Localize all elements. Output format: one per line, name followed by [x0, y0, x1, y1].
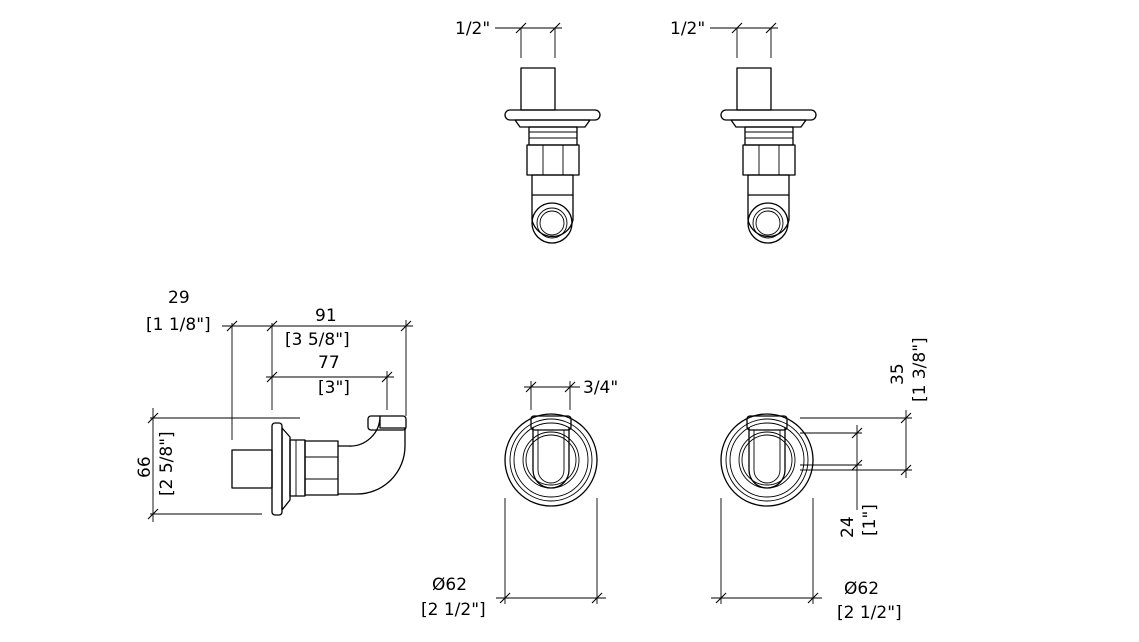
top-view-right: [710, 22, 817, 244]
dim-top-left-nut: 1/2": [455, 19, 490, 39]
front-view: [496, 381, 606, 604]
dim-right-dia-mm: Ø62: [844, 579, 879, 599]
dim-right-top-in: [1 3/8"]: [910, 337, 930, 402]
side-view: [147, 320, 413, 522]
dim-side-height-in: [2 5/8"]: [157, 431, 177, 496]
dim-right-center-mm: 24: [838, 516, 858, 538]
dim-front-outlet: 3/4": [583, 378, 618, 398]
front-view-right: [711, 410, 912, 604]
dim-side-outlet-in: [3"]: [318, 378, 350, 398]
dim-top-right-nut: 1/2": [670, 19, 705, 39]
dim-side-depth-in: [1 1/8"]: [146, 315, 211, 335]
dim-right-top-mm: 35: [888, 363, 908, 385]
dim-front-dia-in: [2 1/2"]: [421, 600, 486, 620]
dim-side-total-mm: 91: [315, 306, 337, 326]
dim-side-total-in: [3 5/8"]: [285, 330, 350, 350]
dim-front-dia-mm: Ø62: [432, 575, 467, 595]
dim-right-dia-in: [2 1/2"]: [837, 603, 902, 623]
dim-right-center-in: [1"]: [860, 504, 880, 536]
dim-side-outlet-mm: 77: [318, 353, 340, 373]
dim-side-depth-mm: 29: [168, 288, 190, 308]
dim-side-height-mm: 66: [135, 456, 155, 478]
top-view-left: [495, 22, 601, 244]
